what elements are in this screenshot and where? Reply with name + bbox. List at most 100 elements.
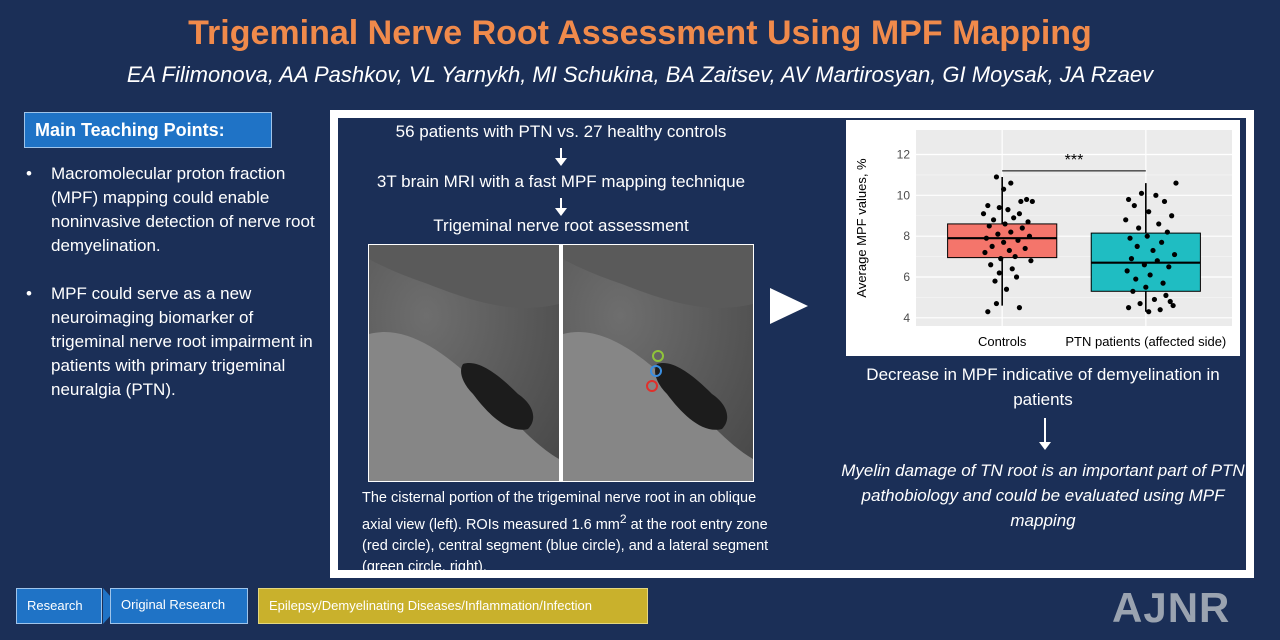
data-point	[1125, 305, 1132, 311]
significance-label: ***	[1065, 152, 1084, 169]
data-point	[1144, 233, 1150, 239]
tag-original-research[interactable]: Original Research	[110, 588, 248, 624]
right-arrow-icon	[770, 288, 808, 324]
data-point	[1156, 221, 1162, 227]
data-point	[1136, 225, 1142, 231]
data-point	[995, 231, 1001, 237]
data-point	[1138, 190, 1145, 196]
data-point	[988, 262, 994, 268]
data-point	[1003, 286, 1010, 292]
data-point	[1167, 298, 1173, 305]
page-title: Trigeminal Nerve Root Assessment Using M…	[188, 14, 1092, 52]
down-arrow-icon	[555, 198, 567, 216]
chart-caption: Decrease in MPF indicative of demyelinat…	[866, 365, 1220, 409]
author-list: EA Filimonova, AA Pashkov, VL Yarnykh, M…	[126, 62, 1154, 87]
roi-lateral-circle	[652, 350, 664, 362]
x-tick-label: Controls	[978, 334, 1027, 349]
data-point	[1024, 196, 1030, 203]
tag-label: Research	[27, 598, 83, 613]
data-point	[1015, 237, 1021, 243]
data-point	[1131, 202, 1137, 209]
data-point	[1025, 219, 1031, 225]
data-point	[1154, 258, 1160, 264]
data-point	[1157, 307, 1163, 313]
data-point	[1016, 211, 1023, 217]
data-point	[1005, 207, 1011, 213]
data-point	[989, 243, 995, 249]
data-point	[1159, 239, 1165, 245]
data-point	[1002, 221, 1008, 227]
data-point	[1125, 196, 1132, 203]
mri-svg	[369, 245, 753, 481]
tag-research[interactable]: Research	[16, 588, 119, 624]
data-point	[1146, 209, 1152, 215]
x-tick-label: PTN patients (affected side)	[1065, 334, 1226, 349]
data-point	[1012, 253, 1018, 260]
data-point	[993, 300, 1000, 307]
data-point	[1001, 239, 1007, 245]
conclusion-text: Myelin damage of TN root is an important…	[841, 461, 1245, 530]
data-point	[980, 211, 987, 217]
data-point	[1006, 247, 1012, 254]
data-point	[1151, 296, 1158, 303]
data-point	[985, 202, 991, 209]
data-point	[1019, 225, 1025, 231]
data-point	[1161, 198, 1168, 205]
mri-left-image	[369, 245, 559, 481]
data-point	[1001, 186, 1007, 192]
data-point	[1009, 266, 1015, 272]
data-point	[1147, 272, 1153, 278]
y-tick-label: 8	[903, 229, 910, 243]
data-point	[1028, 258, 1034, 264]
image-caption: The cisternal portion of the trigeminal …	[362, 488, 772, 578]
data-point	[1026, 233, 1033, 239]
data-point	[1022, 245, 1028, 252]
data-point	[1163, 292, 1169, 298]
data-point	[1153, 192, 1159, 198]
data-point	[982, 249, 988, 256]
teaching-point: MPF could serve as a new neuroimaging bi…	[24, 282, 324, 402]
data-point	[990, 217, 997, 223]
data-point	[1011, 215, 1017, 221]
data-point	[1173, 180, 1179, 186]
data-point	[1169, 213, 1175, 219]
data-point	[996, 270, 1002, 276]
y-tick-label: 10	[897, 188, 911, 202]
data-point	[1134, 243, 1140, 249]
data-point	[1018, 198, 1024, 205]
data-point	[985, 309, 991, 315]
y-tick-label: 4	[903, 311, 910, 325]
y-tick-label: 12	[897, 148, 911, 162]
data-point	[993, 174, 1000, 180]
data-point	[1141, 262, 1147, 268]
data-point	[1128, 256, 1135, 262]
data-point	[1130, 288, 1136, 294]
data-point	[1146, 309, 1152, 315]
data-point	[1008, 229, 1014, 235]
data-point	[1123, 217, 1129, 223]
flow-step-mri: 3T brain MRI with a fast MPF mapping tec…	[376, 172, 746, 191]
flow-step-assessment: Trigeminal nerve root assessment	[433, 216, 689, 235]
caption-superscript: 2	[619, 512, 627, 526]
data-point	[998, 256, 1004, 262]
data-point	[1150, 247, 1156, 254]
tag-topic[interactable]: Epilepsy/Demyelinating Diseases/Inflamma…	[258, 588, 648, 624]
data-point	[1166, 264, 1172, 270]
ajnr-logo: AJNR	[1112, 584, 1231, 631]
data-point	[1171, 251, 1178, 258]
teaching-point: Macromolecular proton fraction (MPF) map…	[24, 162, 324, 258]
roi-entry-circle	[646, 380, 658, 392]
data-point	[1160, 280, 1166, 286]
data-point	[1124, 268, 1130, 274]
teaching-points-list: Macromolecular proton fraction (MPF) map…	[24, 162, 324, 426]
data-point	[1170, 302, 1176, 309]
data-point	[1013, 274, 1020, 280]
mri-image-pair	[368, 244, 754, 482]
graphical-abstract-panel: 56 patients with PTN vs. 27 healthy cont…	[330, 110, 1254, 578]
data-point	[1029, 198, 1035, 205]
data-point	[1143, 284, 1149, 290]
data-point	[996, 204, 1002, 211]
caption-text: at the root entry zone (red circle), cen…	[362, 516, 769, 575]
data-point	[1133, 276, 1139, 282]
